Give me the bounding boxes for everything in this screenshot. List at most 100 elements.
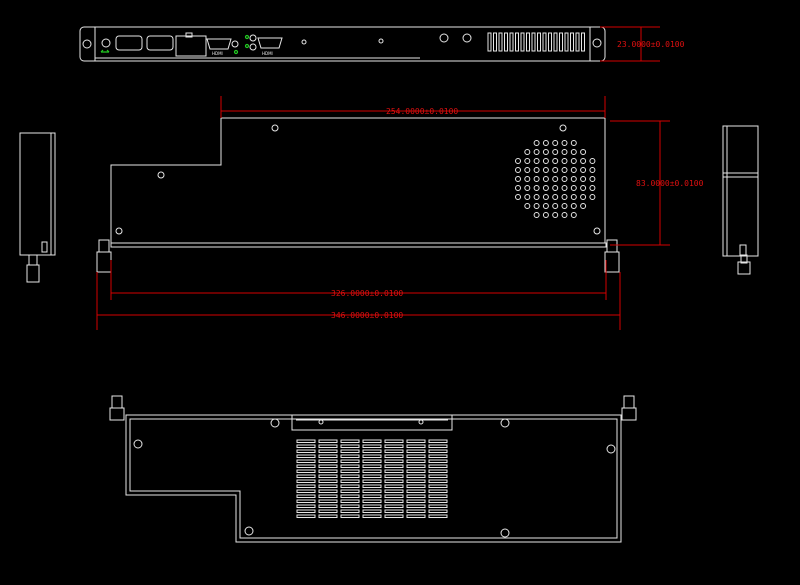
panel-height-dimension: 23.0000±0.0100	[600, 26, 685, 62]
vent-hole	[589, 176, 596, 182]
heatsink-fin	[428, 479, 448, 483]
heatsink-fin	[384, 469, 404, 473]
vent-slot	[487, 32, 492, 52]
heatsink-fin	[296, 464, 316, 468]
heatsink-fin	[318, 489, 338, 493]
heatsink-fin	[362, 464, 382, 468]
vent-hole	[580, 185, 587, 191]
vent-slot	[509, 32, 514, 52]
top-view	[96, 117, 620, 273]
hdmi-port	[257, 37, 283, 49]
vent-hole	[580, 158, 587, 164]
heatsink-fin	[318, 444, 338, 448]
vent-slot	[526, 32, 530, 52]
heatsink-fin	[340, 474, 360, 478]
vent-hole	[542, 149, 549, 155]
vent-slot	[498, 32, 503, 52]
vent-hole	[570, 167, 577, 173]
heatsink-fin	[296, 459, 316, 463]
vent-hole	[552, 203, 559, 209]
vent-hole	[561, 149, 568, 155]
vent-hole	[533, 212, 540, 218]
heatsink-fin	[428, 509, 448, 513]
heatsink-fin	[428, 514, 448, 518]
bottom-view	[109, 395, 637, 543]
heatsink-fin	[384, 479, 404, 483]
vent-hole	[570, 140, 577, 146]
heatsink-fin	[406, 494, 426, 498]
vent-hole	[515, 167, 521, 173]
heatsink-fin	[428, 499, 448, 503]
vent-hole	[533, 203, 540, 209]
vent-hole	[542, 185, 549, 191]
vent-hole	[580, 194, 587, 200]
vent-slot	[581, 32, 585, 52]
vent-slot	[504, 32, 508, 52]
heatsink-fin	[318, 464, 338, 468]
vent-slot	[537, 32, 541, 52]
vent-hole	[515, 158, 521, 164]
ethernet-port	[175, 35, 207, 57]
heatsink-fin	[340, 514, 360, 518]
heatsink-fin	[296, 444, 316, 448]
heatsink-fin	[296, 494, 316, 498]
heatsink-fin	[362, 509, 382, 513]
heatsink-fin	[406, 499, 426, 503]
heatsink-fin	[384, 439, 404, 443]
heatsink-fin	[362, 504, 382, 508]
vent-slot	[493, 32, 497, 52]
vent-hole	[542, 167, 549, 173]
heatsink-fin	[318, 494, 338, 498]
heatsink-fin	[318, 469, 338, 473]
vent-slot	[553, 32, 558, 52]
vent-hole	[524, 167, 531, 173]
heatsink-fin	[362, 439, 382, 443]
vent-hole	[552, 167, 559, 173]
heatsink-fin	[384, 509, 404, 513]
heatsink-fin	[362, 454, 382, 458]
heatsink-fin	[318, 459, 338, 463]
heatsink-fin	[406, 469, 426, 473]
heatsink-fin	[362, 449, 382, 453]
heatsink-fin	[406, 459, 426, 463]
vent-hole	[561, 140, 568, 146]
dimension-label: 254.0000±0.0100	[386, 107, 458, 116]
vent-hole	[561, 158, 568, 164]
hdmi-label: HDMI	[212, 51, 223, 56]
usb-port	[146, 35, 174, 51]
vent-hole	[589, 185, 596, 191]
inner-length-dimension: 326.0000±0.0100	[110, 260, 607, 300]
heatsink-fin	[384, 499, 404, 503]
vent-slot	[520, 32, 525, 52]
vent-hole	[570, 158, 577, 164]
heatsink-fin	[340, 454, 360, 458]
vent-hole	[533, 185, 540, 191]
vent-hole	[533, 140, 540, 146]
heatsink-fin	[362, 444, 382, 448]
heatsink-fin	[428, 494, 448, 498]
vent-hole	[524, 185, 531, 191]
heatsink-fin	[406, 514, 426, 518]
heatsink-fin	[340, 469, 360, 473]
heatsink-fin	[296, 449, 316, 453]
heatsink-fin	[340, 439, 360, 443]
vent-hole	[570, 212, 577, 218]
vent-hole	[542, 203, 549, 209]
vent-slot	[548, 32, 552, 52]
plate-height-dimension: 83.0000±0.0100	[610, 120, 704, 246]
vent-hole	[542, 140, 549, 146]
vent-hole	[580, 176, 587, 182]
heatsink-fin	[362, 474, 382, 478]
heatsink-fin	[384, 514, 404, 518]
heatsink-fin	[384, 489, 404, 493]
vent-hole	[580, 203, 587, 209]
vent-slot	[564, 32, 569, 52]
heatsink-fin	[362, 469, 382, 473]
heatsink-fin	[318, 479, 338, 483]
heatsink-fin	[340, 494, 360, 498]
vent-slot	[570, 32, 574, 52]
vent-slot	[531, 32, 536, 52]
vent-hole	[524, 194, 531, 200]
vent-hole	[542, 194, 549, 200]
